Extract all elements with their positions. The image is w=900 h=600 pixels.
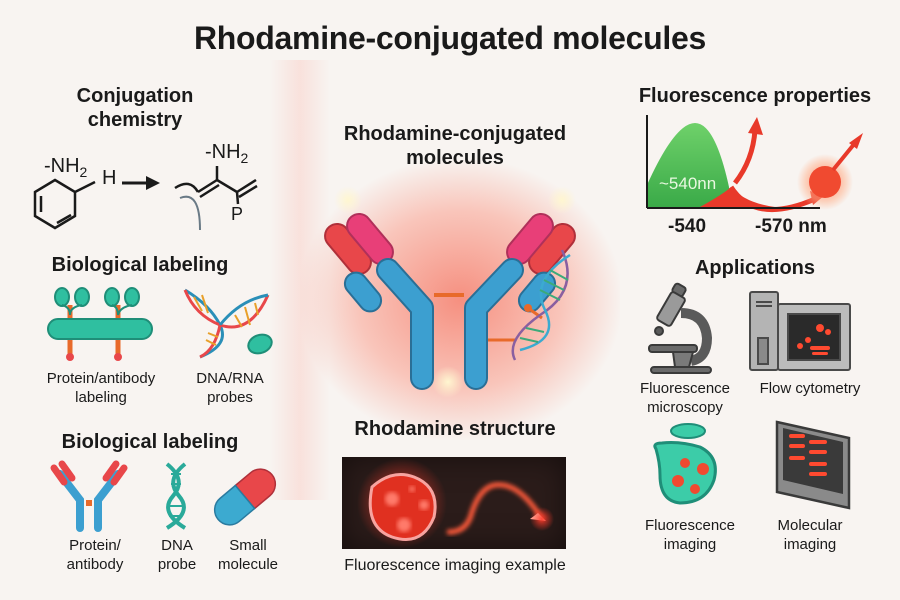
label-dna-probe: DNA probe <box>147 537 207 575</box>
fluorophore-dot <box>809 166 841 198</box>
axis-label-570: -570 nm <box>755 216 827 237</box>
antibody-icon <box>50 460 128 532</box>
conjugation-heading-line-1: Conjugation <box>76 85 194 107</box>
label-line: Flow cytometry <box>759 380 861 397</box>
label-fluorescence-imaging: Fluorescence imaging <box>635 517 745 555</box>
dna-probe-attached-icon <box>488 249 571 361</box>
absorption-peak <box>647 123 729 207</box>
excitation-arrow <box>733 129 758 185</box>
conjugation-heading-line-2: chemistry <box>87 109 183 131</box>
label-line: probes <box>207 388 253 406</box>
fluorescence-cell-icon <box>357 458 554 548</box>
label-line: DNA/RNA <box>196 370 264 387</box>
cell-imaging-icon <box>653 423 717 505</box>
label-small-molecule: Small molecule <box>208 537 288 575</box>
reactant-h-label: H <box>102 167 116 189</box>
dna-rna-probe-icon <box>183 288 273 359</box>
microscope-icon <box>648 282 713 374</box>
label-line: antibody <box>66 555 124 573</box>
reaction-arrow-icon <box>122 176 160 190</box>
divider-glow <box>270 60 330 500</box>
rhodamine-structure-heading: Rhodamine structure <box>354 418 556 440</box>
fluorescence-spectrum-chart: ~540nn <box>646 115 863 212</box>
product-amine-label: -NH2 <box>205 141 249 166</box>
conjugation-heading: Conjugation chemistry <box>40 84 230 132</box>
product-p-label: P <box>231 204 243 224</box>
applications-heading: Applications <box>694 257 815 279</box>
label-line: Protein/ <box>69 537 121 554</box>
label-fluorescence-microscopy: Fluorescence microscopy <box>630 380 740 418</box>
peak-label: ~540nn <box>659 174 716 193</box>
label-line: probe <box>157 555 197 573</box>
label-line: imaging <box>783 535 837 553</box>
flow-cytometer-icon <box>749 291 851 371</box>
bio-labeling-heading-2: Biological labeling <box>61 431 239 453</box>
rhodamine-antibody-conjugate-icon <box>324 186 576 398</box>
label-line: Small <box>229 537 267 554</box>
benzene-ring-icon <box>33 178 96 230</box>
imaging-caption: Fluorescence imaging example <box>344 557 566 574</box>
product-structure-icon <box>174 166 258 231</box>
center-heading: Rhodamine-conjugated molecules <box>290 122 620 170</box>
label-line: molecule <box>217 555 279 573</box>
axis-label-540: -540 <box>668 216 707 237</box>
reactant-amine-label: -NH2 <box>44 155 88 180</box>
label-line: microscopy <box>647 398 723 416</box>
bio-labeling-heading-1: Biological labeling <box>51 254 229 276</box>
label-line: Molecular <box>777 517 843 534</box>
label-line: labeling <box>75 388 127 406</box>
label-dna-rna-probes: DNA/RNA probes <box>180 370 280 408</box>
label-line: imaging <box>663 535 717 553</box>
label-line: Fluorescence <box>644 517 736 534</box>
label-line: Protein/antibody <box>46 370 156 387</box>
center-heading-line-1: Rhodamine-conjugated <box>343 123 567 145</box>
protein-antibody-label-icon <box>47 287 153 361</box>
label-line: Fluorescence <box>639 380 731 397</box>
label-protein-antibody: Protein/ antibody <box>50 537 140 575</box>
page-title: Rhodamine-conjugated molecules <box>194 20 706 56</box>
label-protein-antibody-labeling: Protein/antibody labeling <box>26 370 176 408</box>
label-flow-cytometry: Flow cytometry <box>745 380 875 399</box>
conjugation-reaction-diagram: -NH2 H -NH2 P <box>33 141 258 231</box>
fluorescence-properties-heading: Fluorescence properties <box>638 85 872 107</box>
dna-helix-icon <box>165 462 187 530</box>
molecular-imaging-panel-icon <box>775 420 851 510</box>
capsule-icon <box>213 468 277 526</box>
label-molecular-imaging: Molecular imaging <box>760 517 860 555</box>
center-heading-line-2: molecules <box>406 147 504 169</box>
label-line: DNA <box>161 537 193 554</box>
